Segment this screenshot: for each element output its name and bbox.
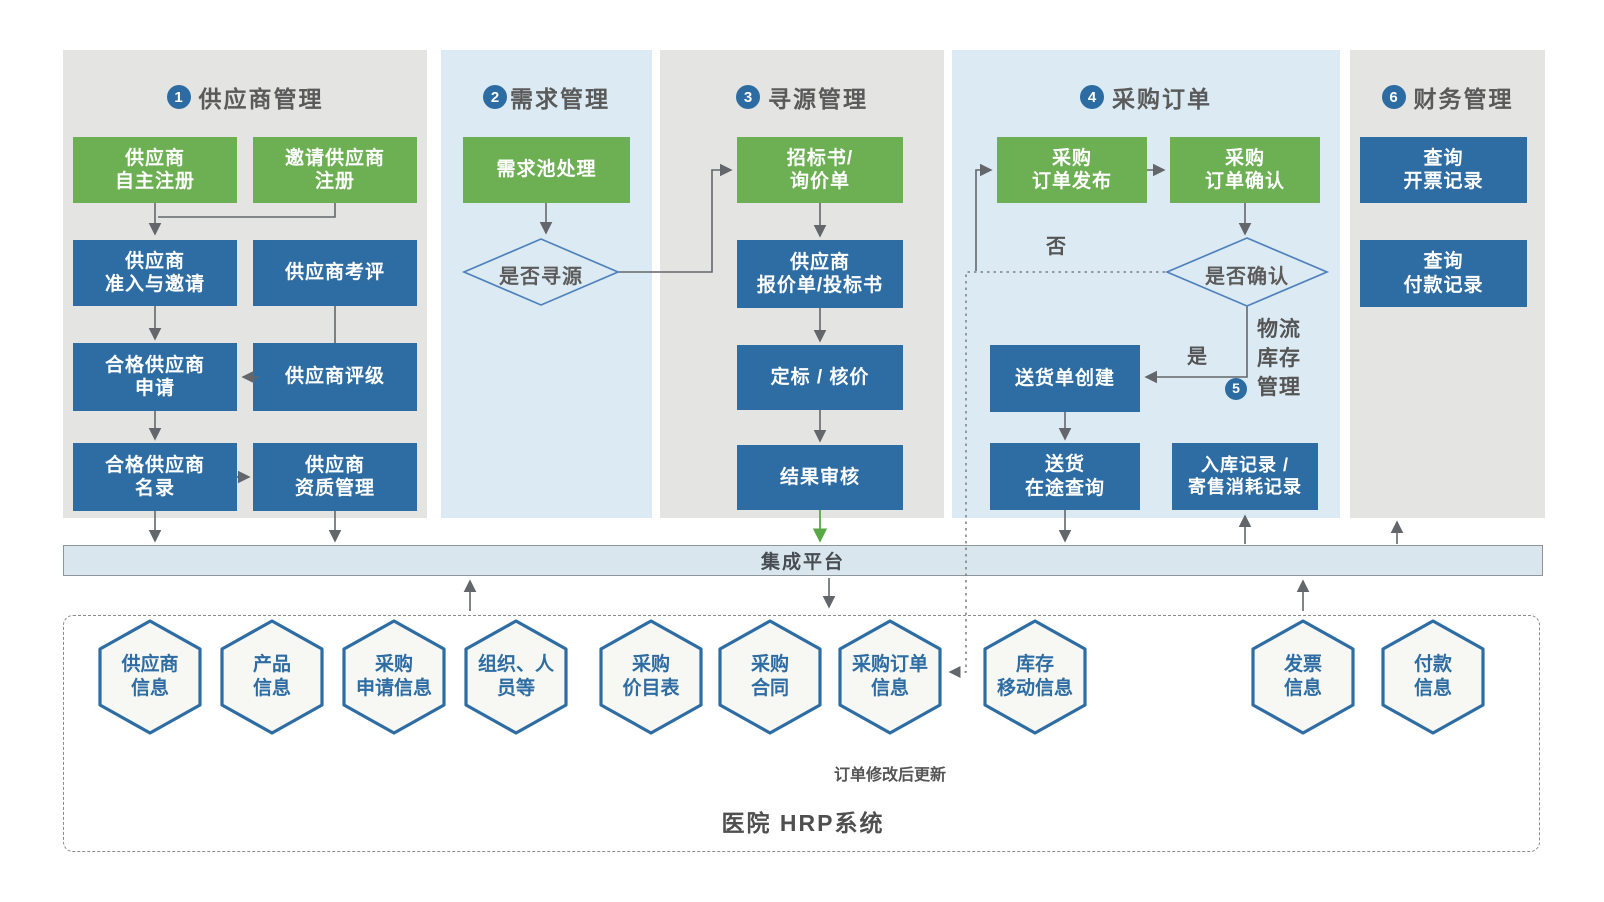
hrp-system-container xyxy=(63,615,1540,852)
hex-label: 采购 价目表 xyxy=(622,654,680,699)
hex-organization-personnel: 组织、人 员等 xyxy=(463,618,569,736)
diamond-confirm-decision-label: 是否确认 xyxy=(1205,266,1289,288)
hex-purchase-request-info: 采购 申请信息 xyxy=(341,618,447,736)
label-logistics-inventory-management: 物流 库存 5 管理 xyxy=(1225,316,1301,403)
header-purchase-order-label: 采购订单 xyxy=(1112,86,1212,112)
hex-invoice-info: 发票 信息 xyxy=(1250,618,1356,736)
hex-purchase-order-info: 采购订单 信息 xyxy=(837,618,943,736)
box-query-payment-records: 查询 付款记录 xyxy=(1360,240,1527,307)
header-finance-management-label: 财务管理 xyxy=(1413,86,1514,112)
label-yes: 是 xyxy=(1187,346,1207,368)
number-badge-4: 4 xyxy=(1080,85,1104,109)
box-delivery-create: 送货单创建 xyxy=(990,345,1140,412)
hex-payment-info: 付款 信息 xyxy=(1380,618,1486,736)
number-badge-2: 2 xyxy=(483,85,507,109)
header-demand-management: 2 需求管理 xyxy=(441,82,652,112)
hex-purchase-contract: 采购 合同 xyxy=(717,618,823,736)
hex-supplier-info: 供应商 信息 xyxy=(97,618,203,736)
hex-inventory-movement-info: 库存 移动信息 xyxy=(982,618,1088,736)
logistics-line-1: 物流 xyxy=(1257,318,1301,342)
hexagon-shape xyxy=(1251,619,1355,735)
box-supplier-invite-register: 邀请供应商 注册 xyxy=(253,137,417,203)
number-badge-3: 3 xyxy=(736,85,760,109)
hex-label: 采购 合同 xyxy=(750,654,789,699)
box-po-publish: 采购 订单发布 xyxy=(997,137,1147,203)
hexagon-shape xyxy=(220,619,324,735)
box-query-invoice-records: 查询 开票记录 xyxy=(1360,137,1527,203)
header-sourcing-management: 3 寻源管理 xyxy=(660,82,944,112)
box-qualified-supplier-list: 合格供应商 名录 xyxy=(73,443,237,511)
hex-label: 库存 移动信息 xyxy=(996,654,1073,699)
box-delivery-transit-query: 送货 在途查询 xyxy=(990,443,1140,510)
number-badge-5: 5 xyxy=(1225,377,1247,400)
box-supplier-admission: 供应商 准入与邀请 xyxy=(73,240,237,306)
hex-label: 发票 信息 xyxy=(1283,654,1322,699)
box-supplier-qualification: 供应商 资质管理 xyxy=(253,443,417,511)
label-no: 否 xyxy=(1046,236,1066,258)
integration-platform-bar: 集成平台 xyxy=(63,545,1543,576)
hexagon-shape xyxy=(599,619,703,735)
hexagon-shape xyxy=(838,619,942,735)
number-badge-1: 1 xyxy=(166,85,191,109)
hexagon-shape xyxy=(1381,619,1485,735)
box-supplier-assessment: 供应商考评 xyxy=(253,240,417,306)
hexagon-shape xyxy=(98,619,202,735)
box-demand-pool: 需求池处理 xyxy=(463,137,630,203)
label-order-update-note: 订单修改后更新 xyxy=(833,767,946,784)
hex-label: 供应商 信息 xyxy=(121,654,179,699)
header-purchase-order: 4 采购订单 xyxy=(952,82,1340,112)
hex-label: 产品 信息 xyxy=(252,654,291,699)
box-result-review: 结果审核 xyxy=(737,445,903,510)
box-award-pricing: 定标 / 核价 xyxy=(737,345,903,410)
header-supplier-management-label: 供应商管理 xyxy=(198,86,324,112)
hrp-system-title: 医院 HRP系统 xyxy=(721,810,885,836)
diamond-sourcing-decision-label: 是否寻源 xyxy=(499,266,583,288)
header-demand-management-label: 需求管理 xyxy=(510,86,610,112)
logistics-line-3: 管理 xyxy=(1257,376,1301,400)
hexagon-shape xyxy=(342,619,446,735)
hex-label: 组织、人 员等 xyxy=(477,654,554,699)
hex-label: 采购订单 信息 xyxy=(851,654,928,699)
box-tender-inquiry: 招标书/ 询价单 xyxy=(737,137,903,203)
header-supplier-management: 1 供应商管理 xyxy=(63,82,427,112)
number-badge-6: 6 xyxy=(1381,85,1406,109)
hexagon-shape xyxy=(718,619,822,735)
hexagon-shape xyxy=(464,619,568,735)
box-supplier-rating: 供应商评级 xyxy=(253,343,417,411)
box-po-confirm: 采购 订单确认 xyxy=(1170,137,1320,203)
box-inbound-records: 入库记录 / 寄售消耗记录 xyxy=(1172,443,1318,510)
hex-label: 采购 申请信息 xyxy=(355,654,432,699)
logistics-line-2: 库存 xyxy=(1257,347,1301,371)
box-supplier-quote: 供应商 报价单/投标书 xyxy=(737,240,903,308)
header-sourcing-management-label: 寻源管理 xyxy=(768,86,868,112)
integration-platform-label: 集成平台 xyxy=(760,552,845,573)
header-finance-management: 6 财务管理 xyxy=(1350,82,1545,112)
hex-purchase-price-list: 采购 价目表 xyxy=(598,618,704,736)
box-qualified-supplier-apply: 合格供应商 申请 xyxy=(73,343,237,411)
hex-product-info: 产品 信息 xyxy=(219,618,325,736)
box-supplier-self-register: 供应商 自主注册 xyxy=(73,137,237,203)
hex-label: 付款 信息 xyxy=(1413,654,1452,699)
